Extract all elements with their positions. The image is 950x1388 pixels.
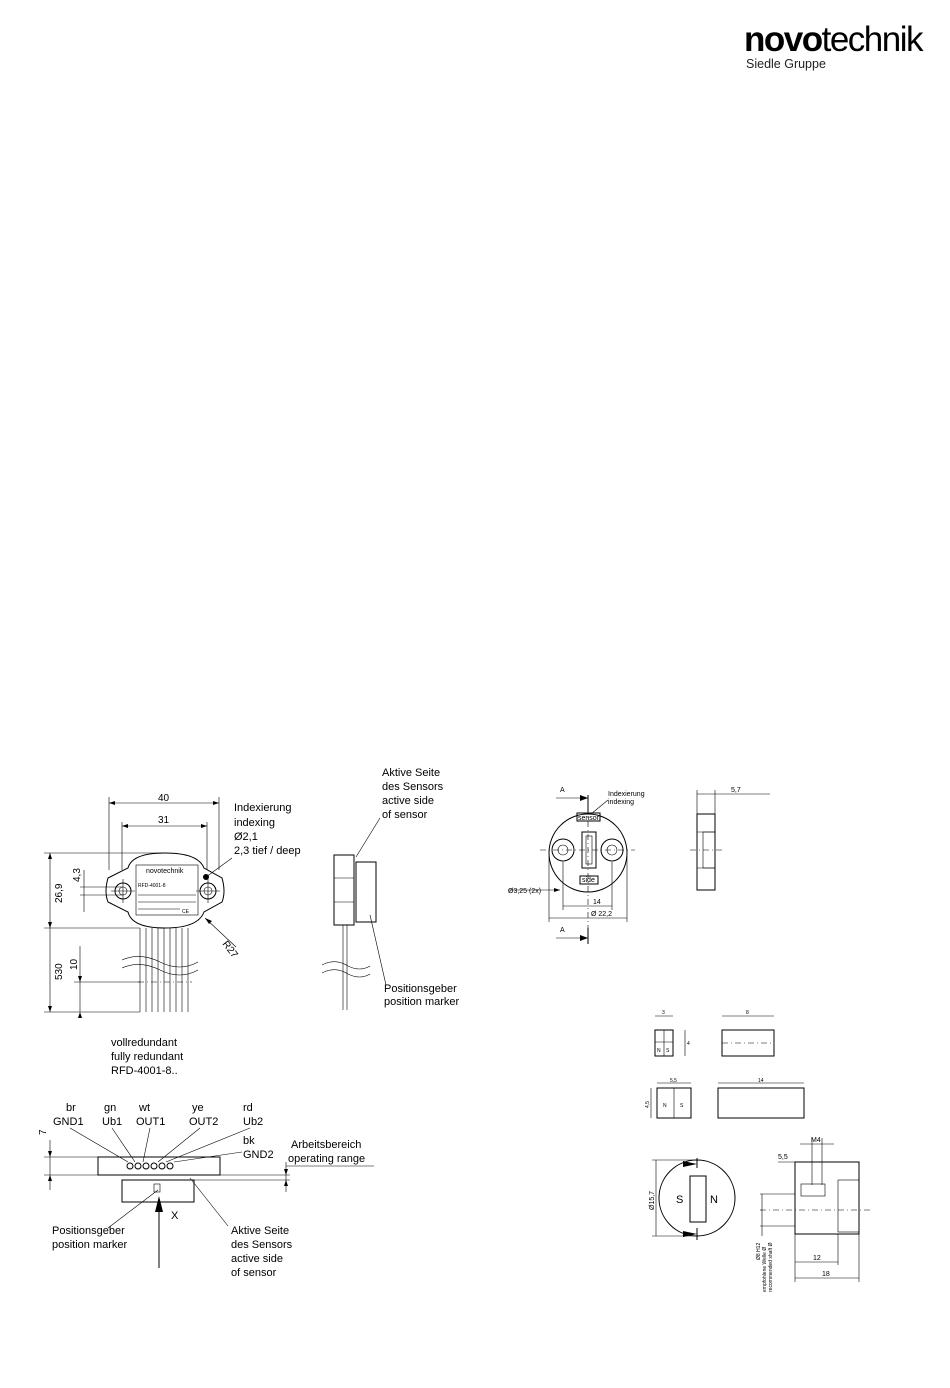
- x-label: X: [171, 1210, 179, 1222]
- operating-range-1: Arbeitsbereich: [291, 1139, 361, 1151]
- dim-530: 530: [54, 963, 65, 980]
- wire-color-rd: rd: [243, 1102, 253, 1114]
- indexing-line-1: Indexierung: [234, 802, 292, 814]
- dim-7: 7: [38, 1129, 49, 1135]
- indexing-line-2: indexing: [234, 817, 275, 829]
- redundancy-line-1: vollredundant: [111, 1037, 177, 1049]
- logo-light-part: technik: [821, 20, 924, 59]
- redundancy-line-2: fully redundant: [111, 1051, 183, 1063]
- magnet1-s: S: [666, 1048, 670, 1054]
- side-active-4: of sensor: [382, 809, 428, 821]
- marker-dim-hole: Ø3,25 (2x): [508, 888, 541, 895]
- marker-a-bottom: A: [560, 927, 565, 934]
- redundancy-line-3: RFD-4001-8..: [111, 1065, 178, 1077]
- wire-signal-ub1: Ub1: [102, 1116, 122, 1128]
- holder-rec-1: empfohlene Welle Ø: [762, 1247, 768, 1292]
- wiring-active-1: Aktive Seite: [231, 1225, 289, 1237]
- side-active-2: des Sensors: [382, 781, 444, 793]
- magnet1-dim-4: 4: [687, 1041, 690, 1047]
- magnet1-dim-3: 3: [662, 1010, 665, 1016]
- sensor-label-logo: novotechnik: [146, 868, 184, 875]
- marker-dim-14: 14: [593, 899, 601, 906]
- wiring-marker-2: position marker: [52, 1239, 128, 1251]
- wire-signal-ub2: Ub2: [243, 1116, 263, 1128]
- marker-indexing-1: Indexierung: [608, 791, 645, 798]
- marker-indexing-2: indexing: [608, 799, 634, 806]
- logo-wordmark: novotechnik: [744, 20, 924, 59]
- wire-signal-gnd1: GND1: [53, 1116, 84, 1128]
- magnet1-n: N: [657, 1048, 661, 1054]
- holder-dim-8h: Ø8 H12: [756, 1243, 762, 1260]
- marker-dim-22: Ø 22,2: [591, 911, 612, 918]
- sensor-side-view: Aktive Seite des Sensors active side of …: [321, 767, 460, 1010]
- side-active-1: Aktive Seite: [382, 767, 440, 779]
- dim-10: 10: [69, 958, 80, 970]
- magnet3-dim-4-5: 4,5: [645, 1101, 651, 1108]
- wiring-active-2: des Sensors: [231, 1239, 293, 1251]
- marker-sensor-label: sensor: [578, 815, 600, 822]
- indexing-line-3: Ø2,1: [234, 831, 258, 843]
- dim-4-3: 4,3: [72, 868, 83, 882]
- round-n: N: [710, 1194, 718, 1206]
- holder-rec-2: recommended shaft Ø: [768, 1242, 774, 1292]
- wiring-active-3: active side: [231, 1253, 283, 1265]
- holder-dim-5-5: 5,5: [778, 1154, 788, 1161]
- round-s: S: [676, 1194, 683, 1206]
- side-marker-2: position marker: [384, 996, 460, 1008]
- wiring-view: br GND1 gn Ub1 wt OUT1 ye OUT2 rd Ub2 bk…: [38, 1102, 374, 1279]
- wiring-marker-1: Positionsgeber: [52, 1225, 125, 1237]
- wire-color-br: br: [66, 1102, 76, 1114]
- dim-40: 40: [158, 793, 170, 804]
- side-active-3: active side: [382, 795, 434, 807]
- sensor-front-view: 40 31 novotechnik RFD-4001-8 CE Indexier…: [44, 793, 301, 1018]
- marker-dim-5-7: 5,7: [731, 787, 741, 794]
- holder-dim-m4: M4: [811, 1137, 821, 1144]
- magnet2-dim-8: 8: [746, 1010, 749, 1016]
- operating-range-2: operating range: [288, 1153, 365, 1165]
- logo-bold-part: novo: [744, 20, 823, 59]
- round-dim-15-7: Ø15,7: [649, 1191, 656, 1210]
- side-marker-1: Positionsgeber: [384, 983, 457, 995]
- wire-signal-out1: OUT1: [136, 1116, 165, 1128]
- position-marker-drawing: A Indexierung indexing sensor side Ø3,25…: [508, 787, 770, 944]
- sensor-label-part: RFD-4001-8: [138, 883, 166, 889]
- wire-color-wt: wt: [138, 1102, 150, 1114]
- magnet3-n: N: [663, 1103, 667, 1109]
- wiring-active-4: of sensor: [231, 1267, 277, 1279]
- logo-subtitle: Siedle Gruppe: [746, 57, 826, 71]
- magnet-drawings: N S 3 4 8 N S 5,5 4,5 14 S N Ø15,7: [645, 1010, 870, 1292]
- wire-signal-gnd2: GND2: [243, 1149, 274, 1161]
- dim-31: 31: [158, 815, 170, 826]
- magnet3-s: S: [680, 1103, 684, 1109]
- dim-26-9: 26,9: [54, 883, 65, 903]
- wire-color-gn: gn: [104, 1102, 116, 1114]
- wire-color-bk: bk: [243, 1135, 255, 1147]
- wire-signal-out2: OUT2: [189, 1116, 218, 1128]
- dim-r27: R27: [220, 939, 240, 961]
- sensor-label-ce: CE: [182, 909, 190, 915]
- marker-side-label: side: [582, 877, 595, 884]
- marker-a-top: A: [560, 787, 565, 794]
- company-logo: novotechnik Siedle Gruppe: [744, 20, 924, 71]
- magnet3-dim-5-5: 5,5: [670, 1078, 677, 1084]
- magnet4-dim-14: 14: [758, 1078, 764, 1084]
- indexing-line-4: 2,3 tief / deep: [234, 845, 301, 857]
- holder-dim-12: 12: [813, 1255, 821, 1262]
- wire-color-ye: ye: [192, 1102, 204, 1114]
- redundancy-note: vollredundant fully redundant RFD-4001-8…: [111, 1037, 183, 1077]
- holder-dim-18: 18: [822, 1271, 830, 1278]
